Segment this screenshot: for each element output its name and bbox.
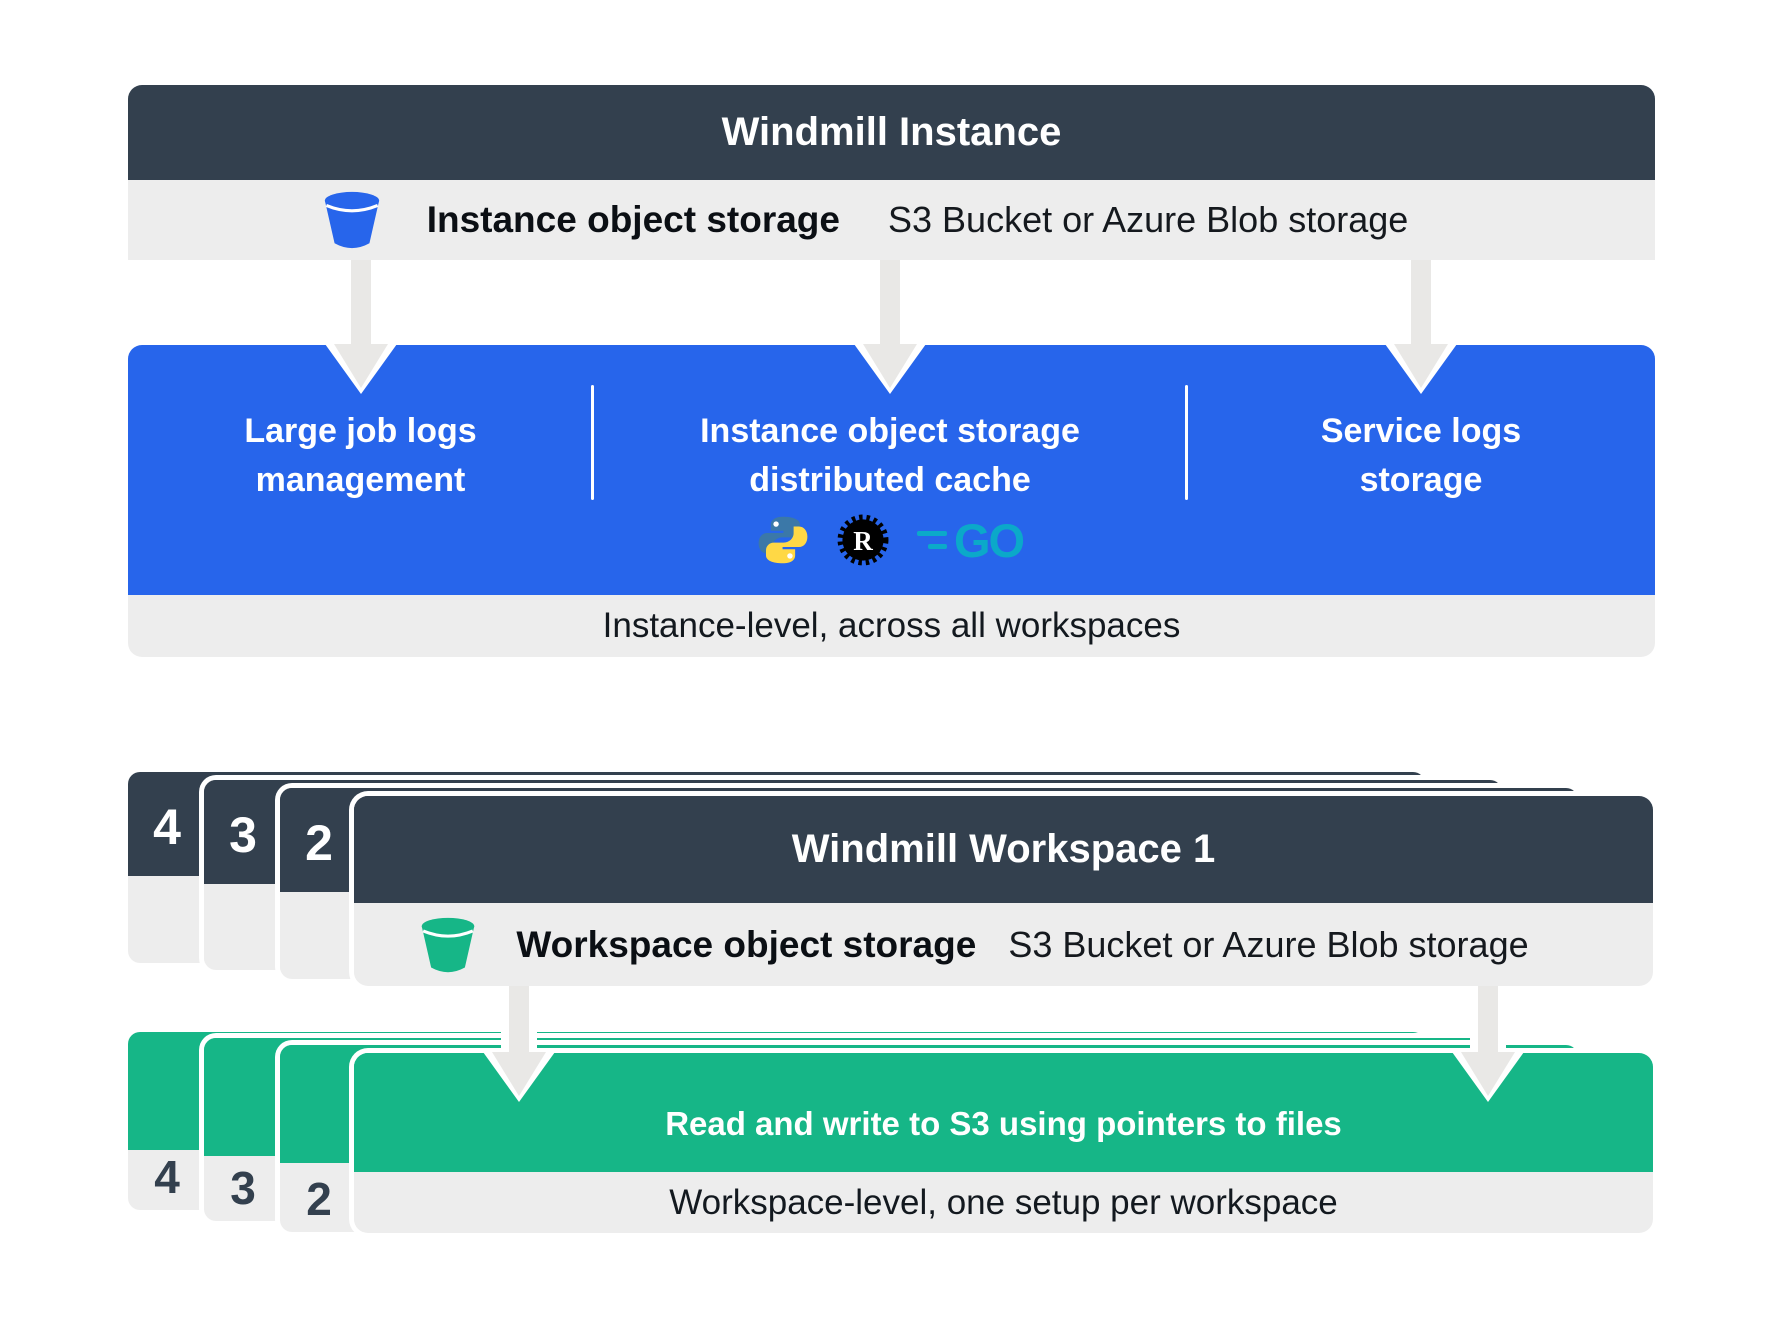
instance-header: Windmill Instance — [128, 85, 1655, 180]
svg-text:R: R — [853, 526, 873, 556]
arrow-down-icon — [854, 344, 926, 394]
label-large-job-logs: Large job logs management — [128, 407, 593, 505]
column-divider — [1185, 385, 1188, 500]
stack-card-number: 4 — [154, 1151, 180, 1203]
instance-bucket-icon — [321, 189, 383, 251]
go-icon: GO — [916, 513, 1025, 567]
label-service-logs: Service logs storage — [1187, 407, 1655, 505]
label-line: Service logs — [1320, 412, 1522, 450]
workspace-title: Windmill Workspace 1 — [791, 827, 1216, 871]
stack-card-number: 3 — [230, 1162, 256, 1214]
column-divider — [591, 385, 594, 500]
label-line: management — [255, 461, 466, 499]
go-speed-lines — [916, 531, 947, 549]
stack-card-number: 4 — [153, 799, 181, 855]
workspace-storage-row: Workspace object storage S3 Bucket or Az… — [354, 903, 1653, 986]
s3-action-label: Read and write to S3 using pointers to f… — [665, 1105, 1342, 1142]
arrow-shaft — [1470, 986, 1506, 1054]
workspace-caption-strip: Workspace-level, one setup per workspace — [354, 1172, 1653, 1233]
python-icon — [757, 514, 809, 566]
workspace-storage-label: Workspace object storage — [516, 923, 977, 965]
instance-storage-sublabel: S3 Bucket or Azure Blob storage — [888, 199, 1409, 240]
arrow-shaft — [880, 260, 900, 346]
instance-storage-row: Instance object storage S3 Bucket or Azu… — [128, 180, 1655, 260]
arrow-down-icon — [1452, 1052, 1524, 1102]
label-line: distributed cache — [749, 461, 1031, 499]
stack-card-number: 2 — [306, 1173, 332, 1225]
stack-card-number: 2 — [305, 815, 333, 871]
workspace-header: Windmill Workspace 1 — [354, 796, 1653, 903]
arrow-down-icon — [483, 1052, 555, 1102]
workspace-caption: Workspace-level, one setup per workspace — [669, 1182, 1338, 1222]
rust-icon: R — [837, 514, 889, 566]
go-wordmark: GO — [953, 513, 1025, 567]
workspace-card: Windmill Workspace 1 Workspace object st… — [354, 796, 1653, 986]
label-line: storage — [1359, 461, 1483, 499]
arrow-down-icon — [1385, 344, 1457, 394]
arrow-shaft — [351, 260, 371, 346]
stack-card-number: 3 — [229, 807, 257, 863]
instance-storage-label: Instance object storage — [426, 199, 840, 240]
instance-caption: Instance-level, across all workspaces — [602, 606, 1181, 645]
label-line: Instance object storage — [700, 412, 1080, 450]
arrow-shaft — [501, 986, 537, 1054]
language-logos: R GO — [593, 509, 1187, 571]
arrow-shaft — [1411, 260, 1431, 346]
s3-action-card: Read and write to S3 using pointers to f… — [354, 1053, 1653, 1233]
workspace-storage-sublabel: S3 Bucket or Azure Blob storage — [1008, 923, 1529, 965]
arrow-down-icon — [325, 344, 397, 394]
workspace-bucket-icon — [418, 915, 478, 975]
label-distributed-cache: Instance object storage distributed cach… — [593, 407, 1187, 505]
instance-caption-strip: Instance-level, across all workspaces — [128, 595, 1655, 657]
label-line: Large job logs — [244, 412, 477, 450]
s3-action-panel: Read and write to S3 using pointers to f… — [354, 1053, 1653, 1172]
instance-title: Windmill Instance — [721, 110, 1062, 154]
